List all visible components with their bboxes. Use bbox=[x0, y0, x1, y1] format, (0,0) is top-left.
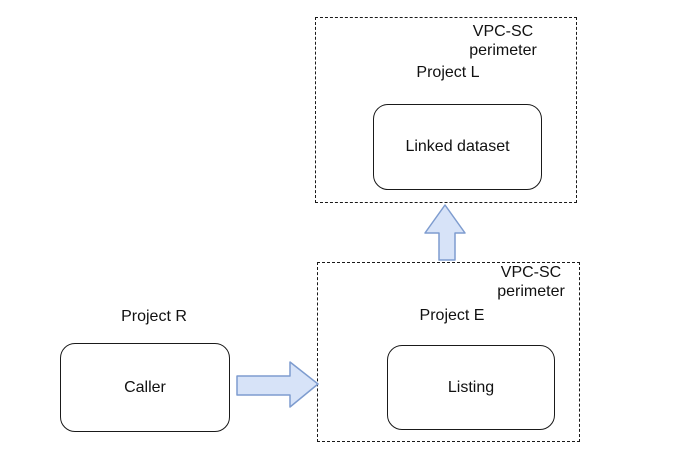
arrow-up-icon bbox=[424, 204, 466, 261]
listing-node-label: Listing bbox=[447, 378, 495, 396]
project-r-label: Project R bbox=[121, 308, 187, 325]
caller-node-label: Caller bbox=[124, 378, 166, 396]
project-e-label: Project E bbox=[419, 307, 485, 324]
caller-node: Caller bbox=[60, 343, 230, 432]
arrow-right-icon bbox=[236, 361, 319, 408]
vpc-sc-label-line1: VPC-SC bbox=[472, 23, 534, 40]
vpc-sc-perimeter-bottom-box bbox=[317, 262, 580, 442]
vpc-sc-label-line1: VPC-SC bbox=[500, 264, 562, 281]
project-l-label: Project L bbox=[416, 64, 480, 81]
linked-dataset-node-label: Linked dataset bbox=[405, 138, 510, 155]
listing-node: Listing bbox=[387, 345, 555, 430]
vpc-sc-label-line2: perimeter bbox=[497, 283, 565, 300]
vpc-sc-label-line2: perimeter bbox=[469, 42, 537, 59]
vpc-sc-perimeter-top-label: VPC-SC perimeter bbox=[469, 22, 537, 60]
linked-dataset-node: Linked dataset bbox=[373, 104, 542, 190]
vpc-sc-perimeter-top-box bbox=[315, 17, 577, 203]
vpc-sc-perimeter-bottom-label: VPC-SC perimeter bbox=[497, 263, 565, 301]
